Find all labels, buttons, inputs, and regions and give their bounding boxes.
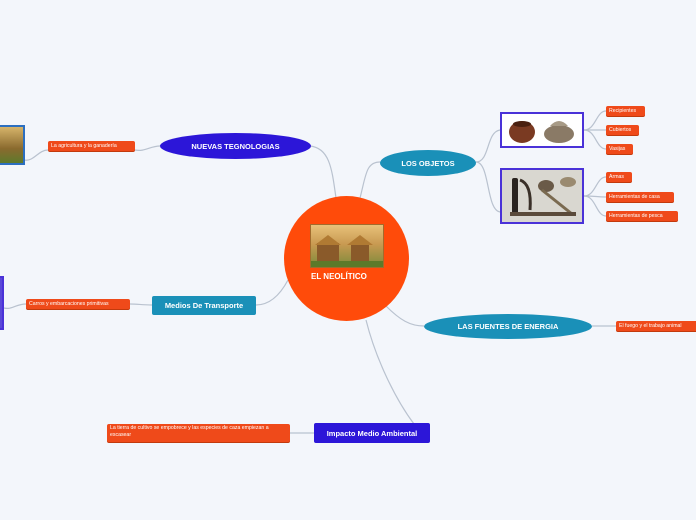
- neolithic-village-image: [310, 224, 384, 268]
- topic-medios-transporte[interactable]: Medios De Transporte: [152, 296, 256, 315]
- topic-impacto-ambiental-label: Impacto Medio Ambiental: [326, 428, 418, 438]
- leaf-vasijas[interactable]: Vasijas: [606, 144, 633, 154]
- leaf-agricultura[interactable]: La agricultura y la ganadería: [48, 141, 135, 151]
- leaf-armas[interactable]: Armas: [606, 172, 632, 182]
- central-topic-title: EL NEOLÍTICO: [311, 272, 367, 281]
- leaf-recipientes[interactable]: Recipientes: [606, 106, 645, 116]
- topic-nuevas-tecnologias[interactable]: NUEVAS TEGNOLOGIAS: [160, 133, 311, 159]
- topic-impacto-ambiental[interactable]: Impacto Medio Ambiental: [314, 423, 430, 443]
- leaf-herramientas-pesca[interactable]: Herramientas de pesca: [606, 211, 678, 221]
- transport-image: [0, 276, 4, 330]
- topic-nuevas-tecnologias-label: NUEVAS TEGNOLOGIAS: [191, 141, 280, 151]
- central-topic[interactable]: EL NEOLÍTICO: [284, 196, 409, 321]
- leaf-cubiertos[interactable]: Cubiertos: [606, 125, 639, 135]
- leaf-tierra-cultivo[interactable]: La tierra de cultivo se empobrece y las …: [107, 424, 290, 442]
- topic-los-objetos-label: LOS OBJETOS: [401, 158, 455, 168]
- tools-image: [500, 168, 584, 224]
- topic-los-objetos[interactable]: LOS OBJETOS: [380, 150, 476, 176]
- topic-medios-transporte-label: Medios De Transporte: [164, 301, 244, 310]
- agriculture-image: [0, 125, 25, 165]
- pottery-image: [500, 112, 584, 148]
- leaf-carros[interactable]: Carros y embarcaciones primitivas: [26, 299, 130, 309]
- leaf-fuego-trabajo-animal[interactable]: El fuego y el trabajo animal: [616, 321, 696, 331]
- topic-fuentes-energia-label: LAS FUENTES DE ENERGIA: [457, 322, 559, 331]
- topic-fuentes-energia[interactable]: LAS FUENTES DE ENERGIA: [424, 314, 592, 339]
- leaf-herramientas-casa[interactable]: Herramientas de casa: [606, 192, 674, 202]
